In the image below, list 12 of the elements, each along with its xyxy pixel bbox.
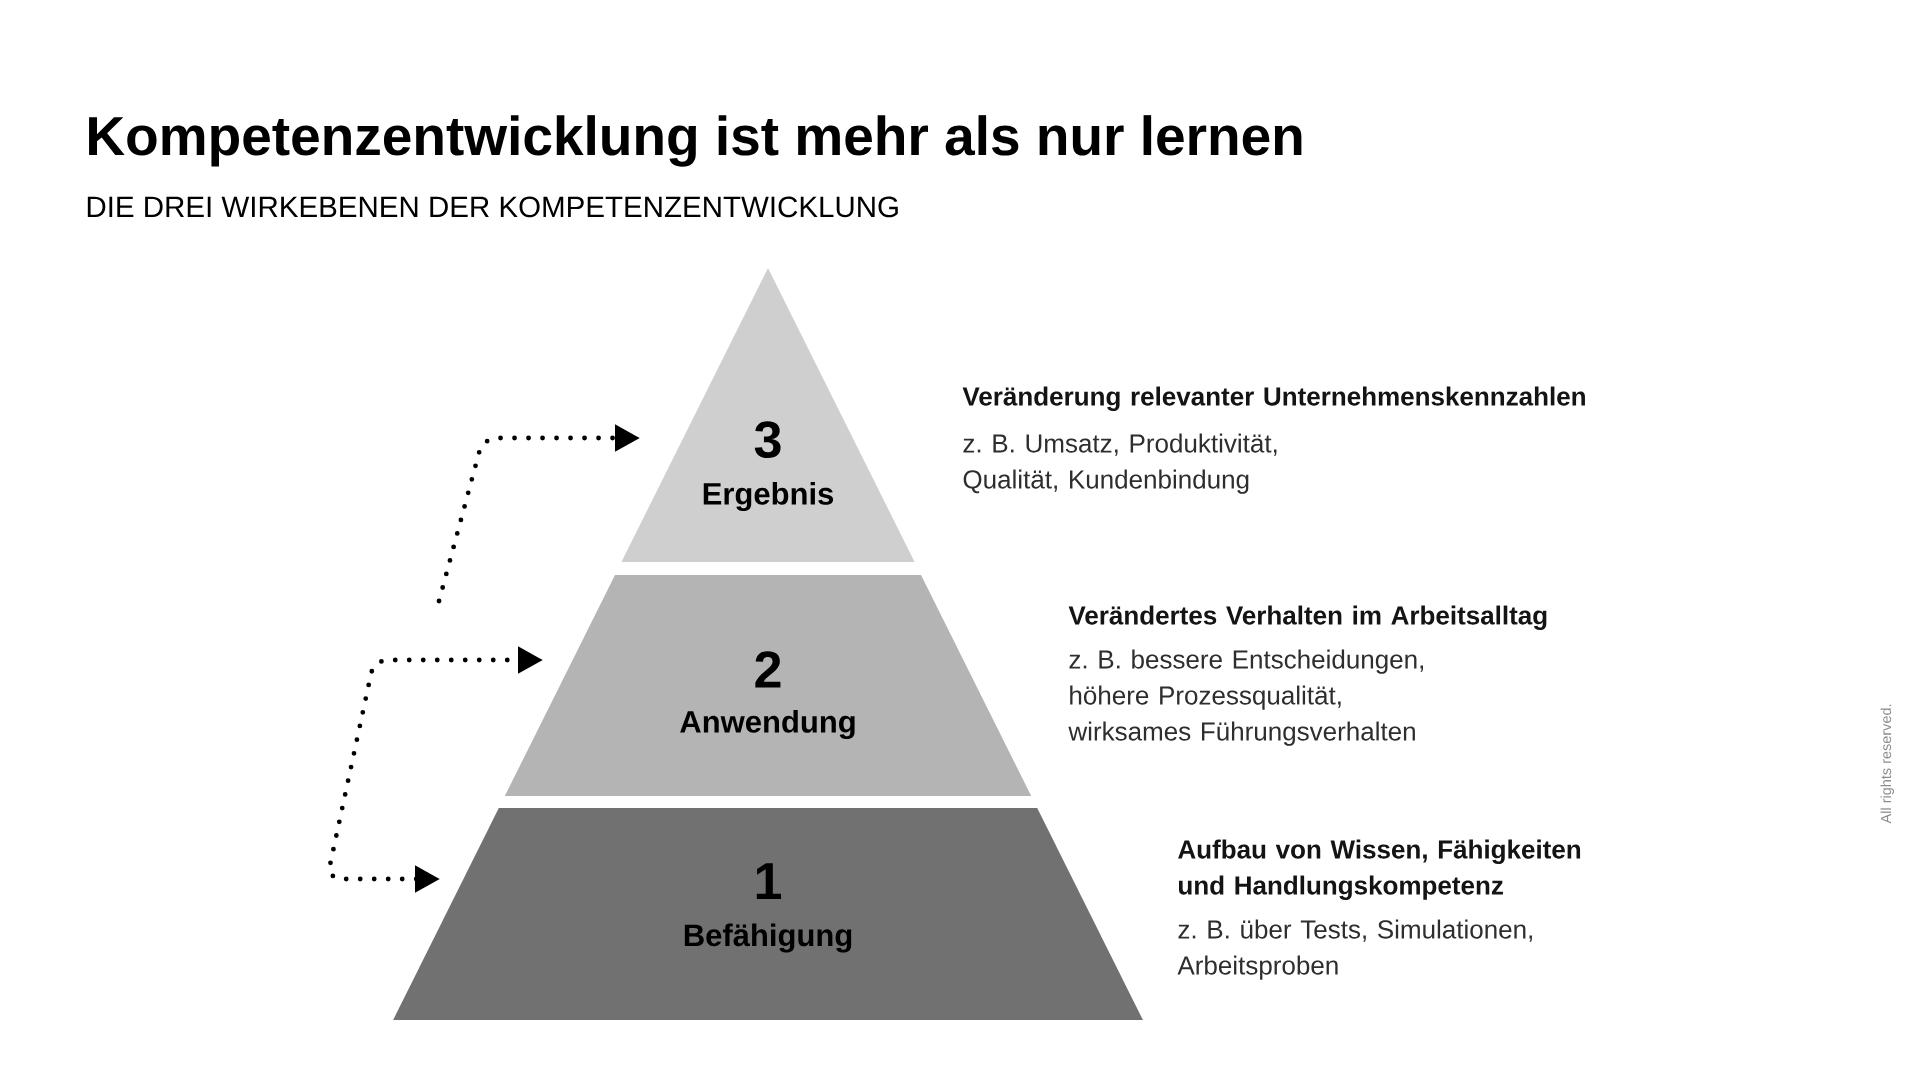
pyramid-tier: 3 Ergebnis [621,268,915,562]
title: Kompetenzentwicklung ist mehr als nur lernen [89,115,1302,167]
tier-heading: Verändertes Verhalten im Arbeitsalltag [1068,605,1547,630]
tier-heading: Aufbau von Wissen, Fähigkeiten und Handlungskompetenz [1178,839,1581,900]
tier-description: z. B. Umsatz, Produktivität, Qualität, Kundenbindung [963,433,1277,494]
tier-description: z. B. über Tests, Simulationen, Arbeitsproben [1177,919,1532,980]
subtitle: DIE DREI WIRKEBENEN DER KOMPETENZENTWICKLUNG [87,196,898,218]
tier-heading: Veränderung relevanter Unternehmenskennzahlen [962,386,1585,411]
copyright-note: All rights reserved. [1880,704,1895,824]
tier-description: z. B. bessere Entscheidungen, höhere Prozessqualität, wirksames Führungsverhalten [1068,649,1423,746]
pyramid-tier: 1 Befähigung [393,808,1143,1020]
pyramid-tier: 2 Anwendung [504,575,1032,796]
